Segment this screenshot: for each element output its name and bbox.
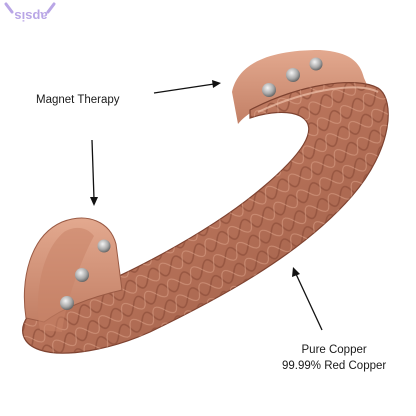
magnet <box>309 57 323 71</box>
svg-text:apsis: apsis <box>14 9 47 24</box>
magnet <box>75 268 89 282</box>
arrowhead-right <box>212 80 221 88</box>
band-edge-highlight <box>257 86 379 113</box>
bracelet-inner-right <box>232 50 372 124</box>
pure-copper-line1: Pure Copper <box>301 344 367 356</box>
arrowhead-up <box>292 267 300 277</box>
watermark-logo: apsis <box>4 2 56 24</box>
pure-copper-line2: 99.99% Red Copper <box>282 360 387 372</box>
arrow-to-band <box>295 273 323 331</box>
magnets-left <box>60 239 111 310</box>
magnet <box>286 68 300 82</box>
annotation-arrows <box>90 80 323 331</box>
magnets-right <box>262 57 323 97</box>
magnet-therapy-label: Magnet Therapy <box>36 94 120 106</box>
magnet <box>262 83 276 97</box>
bracelet <box>22 50 389 354</box>
magnet <box>60 296 74 310</box>
arrowhead-down <box>90 197 98 206</box>
bracelet-end-left <box>37 227 94 332</box>
magnet <box>97 239 111 253</box>
arrow-to-right-magnets <box>153 83 215 94</box>
arrow-to-left-magnets <box>91 139 95 200</box>
pure-copper-label: Pure Copper 99.99% Red Copper <box>282 342 386 374</box>
